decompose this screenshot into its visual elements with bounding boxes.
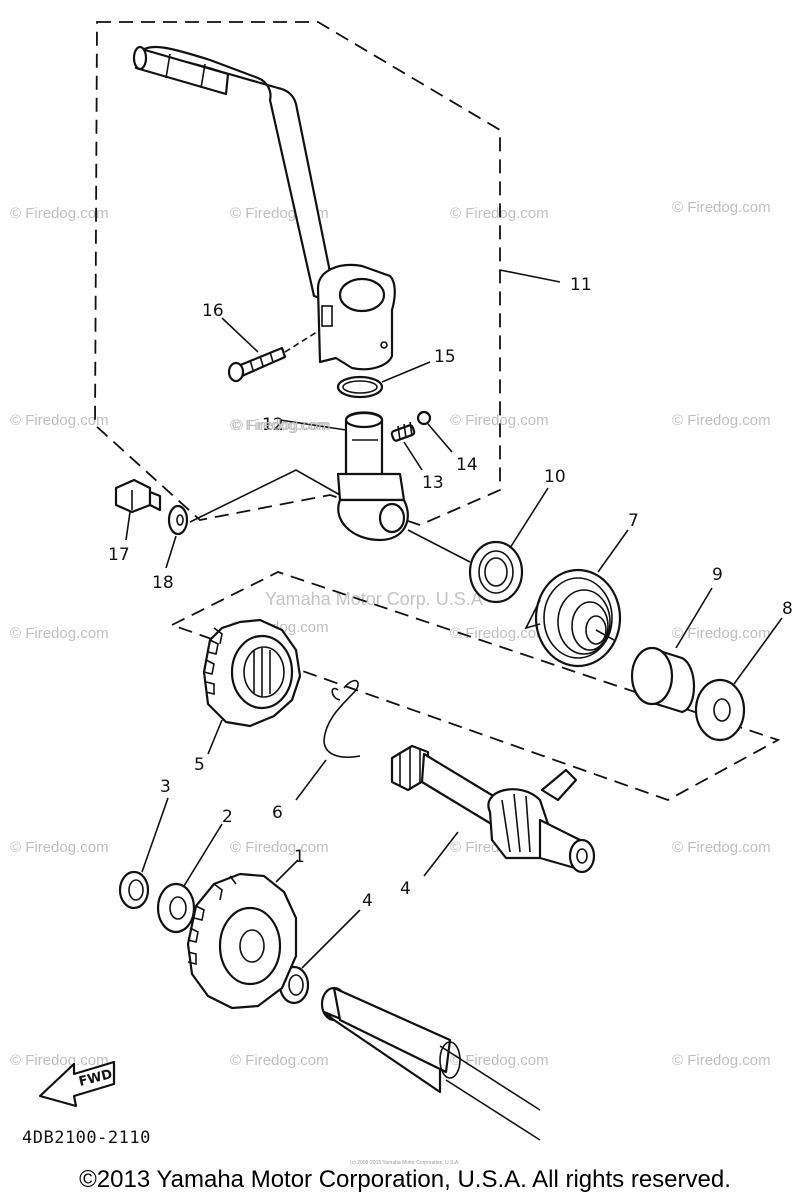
ratchet-clip xyxy=(323,679,361,758)
o-ring xyxy=(336,375,384,399)
leader-2 xyxy=(183,823,223,887)
leader-10 xyxy=(509,487,549,549)
oil-seal xyxy=(468,540,524,604)
watermark: © Firedog.com xyxy=(672,412,771,429)
kick-boss xyxy=(336,411,409,542)
watermark: © Firedog.com xyxy=(230,417,329,434)
washer xyxy=(167,504,189,536)
fwd-arrow-icon: FWD xyxy=(38,1060,116,1108)
leader-18-shaft xyxy=(189,469,341,523)
callout-18: 18 xyxy=(152,573,174,593)
watermark: © Firedog.com xyxy=(10,625,109,642)
leader-7 xyxy=(597,529,629,573)
kick-idle-gear xyxy=(186,872,298,1010)
callout-8: 8 xyxy=(782,599,793,619)
watermark: © Firedog.com xyxy=(450,412,549,429)
leader-8 xyxy=(733,617,783,685)
callout-13: 13 xyxy=(422,473,444,493)
callout-12: 12 xyxy=(262,415,284,435)
callout-10: 10 xyxy=(544,467,566,487)
watermark: © Firedog.com xyxy=(672,199,771,216)
leader-16b xyxy=(284,329,321,353)
leader-18 xyxy=(165,535,177,569)
leader-13 xyxy=(403,441,423,471)
callout-11: 11 xyxy=(570,275,592,295)
leader-12 xyxy=(279,419,347,431)
spring-collar xyxy=(630,646,695,714)
drawing-code: 4DB2100-2110 xyxy=(22,1128,151,1148)
center-watermark: Yamaha Motor Corp. U.S.A xyxy=(265,589,483,609)
leader-16 xyxy=(221,317,259,353)
callout-17: 17 xyxy=(108,545,130,565)
watermark: © Firedog.com xyxy=(230,839,329,856)
callout-5: 5 xyxy=(194,755,205,775)
watermark: © Firedog.com xyxy=(672,839,771,856)
callout-15: 15 xyxy=(434,347,456,367)
copyright-notice: ©2013 Yamaha Motor Corporation, U.S.A. A… xyxy=(79,1166,731,1193)
callout-3b: 4 xyxy=(362,891,373,911)
callout-3a: 3 xyxy=(160,777,171,797)
leader-11 xyxy=(499,269,561,283)
leader-9 xyxy=(675,587,713,649)
ball xyxy=(416,410,432,426)
callout-2: 2 xyxy=(222,807,233,827)
callout-6: 6 xyxy=(272,803,283,823)
main-axle-shaft xyxy=(320,986,541,1141)
watermark: © Firedog.com xyxy=(10,1052,109,1069)
shaft-group-boundary xyxy=(169,571,781,801)
watermark: © Firedog.com xyxy=(672,625,771,642)
watermark: © Firedog.com xyxy=(450,625,549,642)
kick-axle xyxy=(390,744,596,874)
watermark: © Firedog.com xyxy=(450,1052,549,1069)
leader-5 xyxy=(207,719,223,755)
watermark: © Firedog.com xyxy=(672,1052,771,1069)
kick-spring xyxy=(524,568,622,668)
leader-1 xyxy=(275,859,299,883)
plain-washer xyxy=(694,678,746,742)
assembly-boundary xyxy=(94,21,501,526)
crank-bolt xyxy=(114,478,162,514)
watermark: © Firedog.com xyxy=(10,205,109,222)
thrust-washer xyxy=(156,882,196,934)
watermark-layer: © Firedog.com © Firedog.com © Firedog.co… xyxy=(10,199,771,1069)
leader-14 xyxy=(427,423,453,453)
leader-6 xyxy=(295,759,327,801)
leader-4 xyxy=(423,831,459,877)
callout-1: 1 xyxy=(294,847,305,867)
watermark: © Firedog.com xyxy=(230,1052,329,1069)
boss-spring xyxy=(390,421,416,442)
leader-17 xyxy=(125,511,131,541)
callout-16: 16 xyxy=(202,301,224,321)
kick-crank-lever xyxy=(132,45,396,371)
fine-print: (c) 2008-2015 Yamaha Motor Corporation, … xyxy=(350,1160,460,1166)
watermark: © Firedog.com xyxy=(10,839,109,856)
circlip-upper xyxy=(118,870,150,910)
callout-7: 7 xyxy=(628,511,639,531)
leader-3a xyxy=(141,797,169,873)
pinch-bolt xyxy=(227,346,287,383)
callout-4: 4 xyxy=(400,879,411,899)
watermark: © Firedog.com xyxy=(10,412,109,429)
callout-14: 14 xyxy=(456,455,478,475)
leader-boss-seal xyxy=(407,529,471,563)
leader-15 xyxy=(381,361,431,383)
callout-9: 9 xyxy=(712,565,723,585)
ratchet-wheel xyxy=(202,618,302,728)
leader-3b xyxy=(301,909,361,969)
watermark: © Firedog.com xyxy=(232,417,331,434)
